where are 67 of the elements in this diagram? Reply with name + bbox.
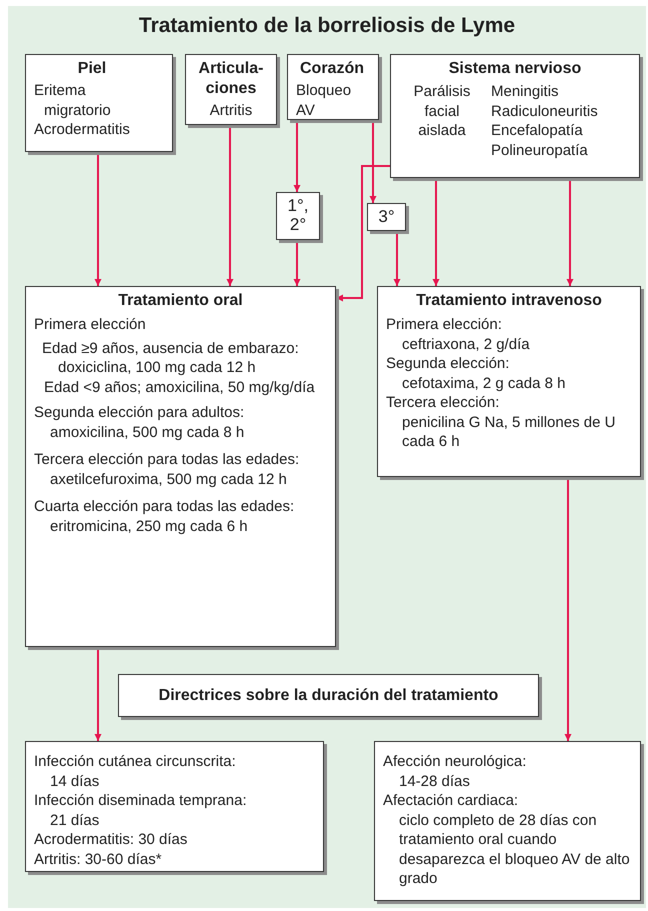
body-text: Artritis: 30-60 días* [34, 850, 163, 869]
body-text: Acrodermatitis: 30 días [34, 830, 188, 850]
body-text: Cuarta elección para todas las edades: [34, 497, 296, 516]
arrow [336, 165, 390, 302]
symptom-text: Polineuropatía [491, 140, 589, 160]
body-text: 14 días [49, 772, 100, 791]
arrow [94, 647, 102, 741]
arrow [432, 178, 440, 286]
body-text: cefotaxima, 2 g cada 8 h [401, 374, 566, 393]
body-text: Primera elección [34, 315, 147, 334]
order-box [367, 203, 406, 231]
body-text: Tercera elección para todas las edades: [34, 450, 300, 470]
box-heading: Piel [76, 59, 108, 79]
body-text: eritromicina, 250 mg cada 6 h [49, 516, 249, 536]
symptom-text: Radiculoneuritis [491, 102, 598, 121]
body-text: 1°, 2° [286, 196, 310, 234]
box-heading: Tratamiento intravenoso [415, 291, 603, 311]
body-text: Infección diseminada temprana: [34, 791, 248, 810]
duration-box [25, 741, 324, 872]
body-text: doxiciclina, 100 mg cada 12 h [57, 358, 257, 378]
arrow [564, 477, 572, 741]
body-text: axetilcefuroxima, 500 mg cada 12 h [49, 470, 288, 489]
body-text: Tercera elección: [386, 393, 500, 412]
body-text: Primera elección: [386, 315, 503, 334]
organ-box [390, 54, 640, 178]
box-heading: Corazón [299, 59, 365, 79]
body-text: Acrodermatitis [34, 120, 131, 140]
arrow [370, 120, 376, 203]
guideline-heading-box [118, 674, 539, 717]
arrow [226, 125, 234, 286]
arrow [294, 120, 300, 192]
body-text: Edad ≥9 años, ausencia de embarazo: [41, 338, 300, 358]
body-text: ceftriaxona, 2 g/día [401, 334, 531, 354]
body-text: Infección cutánea circunscrita: [34, 752, 237, 772]
body-text: 14-28 días [398, 772, 471, 791]
treatment-box [377, 286, 641, 477]
body-text: Artritis [208, 101, 254, 120]
body-text: Eritema migratorio [34, 81, 112, 120]
symptom-text: Meningitis [491, 82, 560, 102]
body-text: amoxicilina, 500 mg cada 8 h [49, 422, 246, 442]
symptom-text: Parálisis facial aislada [412, 82, 472, 140]
order-box [276, 192, 320, 240]
duration-box [374, 741, 641, 901]
body-text: Bloqueo AV [296, 81, 352, 120]
symptom-text: Encefalopatía [491, 121, 584, 140]
box-heading: Directrices sobre la duración del tratamiento [158, 686, 498, 706]
box-heading: Articula-ciones [198, 59, 264, 99]
body-text: penicilina G Na, 5 millones de U cada 6 h [401, 412, 616, 452]
box-heading: Sistema nervioso [448, 59, 582, 79]
body-text: Edad <9 años; amoxicilina, 50 mg/kg/día [43, 378, 316, 397]
body-text: 3° [377, 207, 396, 226]
body-text: 21 días [49, 810, 100, 830]
body-text: ciclo completo de 28 días con tratamiento oral cuando desaparezca el bloqueo AV de alto grado [398, 810, 631, 888]
body-text: Segunda elección: [386, 354, 510, 374]
organ-box [185, 54, 277, 125]
arrow [94, 152, 102, 286]
body-text: Afectación cardiaca: [383, 791, 520, 810]
body-text: Afección neurológica: [383, 752, 528, 772]
body-text: Segunda elección para adultos: [34, 403, 246, 422]
diagram-title: Tratamiento de la borreliosis de Lyme [138, 14, 516, 38]
organ-box [25, 54, 173, 152]
box-heading: Tratamiento oral [117, 291, 244, 311]
organ-box [287, 54, 379, 120]
treatment-box [25, 286, 336, 647]
arrow [394, 231, 400, 286]
arrow [294, 240, 300, 286]
arrow [566, 178, 574, 286]
